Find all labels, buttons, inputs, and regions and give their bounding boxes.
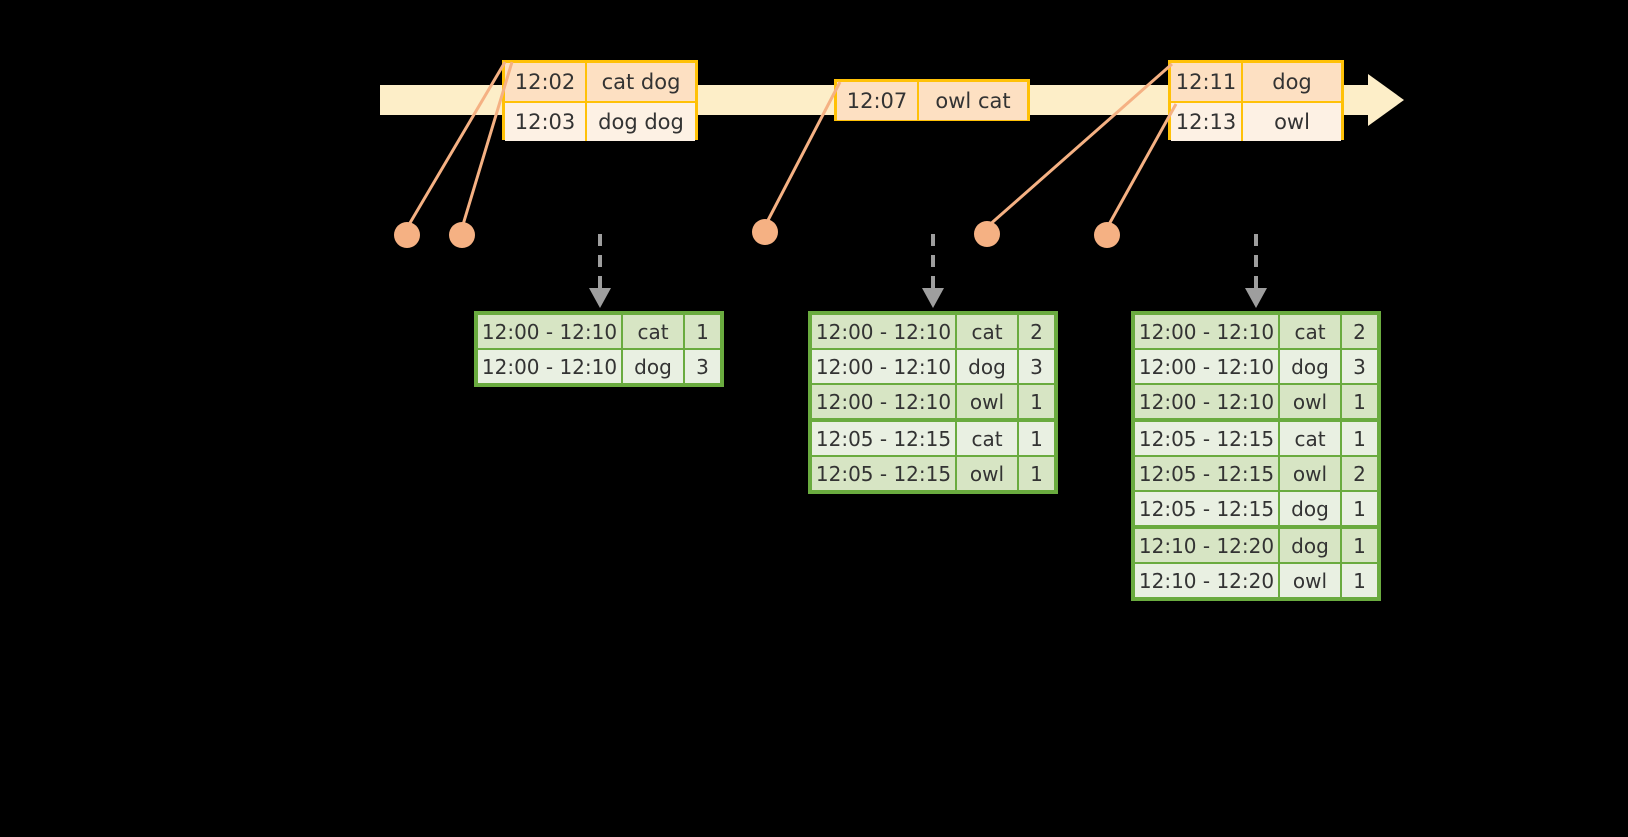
event-words: owl cat [919, 82, 1027, 120]
table-row: 12:00 - 12:10 cat 2 [1135, 315, 1377, 348]
cell-count: 1 [1353, 496, 1366, 521]
event-time: 12:02 [505, 63, 587, 101]
cell-word: dog [957, 350, 1019, 383]
cell-count: 1 [1353, 568, 1366, 593]
event-row: 12:02 cat dog [505, 63, 695, 101]
cell-word: cat [623, 315, 685, 348]
cell-word: cat [957, 422, 1019, 455]
cell-word: dog [1280, 529, 1342, 562]
cell-word: owl [957, 385, 1019, 418]
table-row: 12:05 - 12:15 cat 1 [812, 418, 1054, 455]
event-row: 12:13 owl [1171, 101, 1341, 141]
cell-word: owl [1280, 457, 1342, 490]
event-row: 12:07 owl cat [837, 82, 1027, 120]
dot-12-13[interactable] [1094, 222, 1120, 248]
event-time: 12:11 [1171, 63, 1243, 101]
cell-window: 12:00 - 12:10 [478, 315, 623, 348]
connector-line [1105, 103, 1178, 229]
cell-window: 12:00 - 12:10 [1135, 350, 1280, 383]
event-box-group-2[interactable]: 12:07 owl cat [834, 79, 1030, 121]
cell-window: 12:05 - 12:15 [1135, 422, 1280, 455]
table-row: 12:00 - 12:10 dog 3 [478, 348, 720, 383]
event-words: owl [1243, 103, 1341, 141]
event-words: dog dog [587, 103, 695, 141]
cell-window: 12:05 - 12:15 [812, 422, 957, 455]
cell-window: 12:10 - 12:20 [1135, 564, 1280, 597]
cell-word: dog [1280, 492, 1342, 525]
cell-window: 12:00 - 12:10 [812, 385, 957, 418]
event-row: 12:03 dog dog [505, 101, 695, 141]
cell-count: 1 [1353, 533, 1366, 558]
table-row: 12:00 - 12:10 dog 3 [812, 348, 1054, 383]
event-row: 12:11 dog [1171, 63, 1341, 101]
cell-word: owl [1280, 564, 1342, 597]
cell-word: cat [1280, 422, 1342, 455]
event-words: cat dog [587, 63, 695, 101]
table-row: 12:05 - 12:15 dog 1 [1135, 490, 1377, 525]
cell-word: cat [1280, 315, 1342, 348]
cell-window: 12:00 - 12:10 [1135, 315, 1280, 348]
cell-word: owl [1280, 385, 1342, 418]
cell-window: 12:00 - 12:10 [1135, 385, 1280, 418]
cell-count: 3 [696, 354, 709, 379]
table-row: 12:05 - 12:15 cat 1 [1135, 418, 1377, 455]
cell-count: 2 [1353, 319, 1366, 344]
cell-count: 1 [1030, 389, 1043, 414]
event-time: 12:07 [837, 82, 919, 120]
cell-count: 2 [1353, 461, 1366, 486]
table-row: 12:00 - 12:10 dog 3 [1135, 348, 1377, 383]
timeline-arrow-head [1368, 74, 1404, 126]
cell-count: 1 [1353, 389, 1366, 414]
event-box-group-1[interactable]: 12:02 cat dog 12:03 dog dog [502, 60, 698, 141]
table-row: 12:00 - 12:10 owl 1 [812, 383, 1054, 418]
flow-arrow-head [922, 288, 944, 308]
result-table-2[interactable]: 12:00 - 12:10 cat 2 12:00 - 12:10 dog 3 … [808, 311, 1058, 494]
result-table-3[interactable]: 12:00 - 12:10 cat 2 12:00 - 12:10 dog 3 … [1131, 311, 1381, 601]
event-box-group-3[interactable]: 12:11 dog 12:13 owl [1168, 60, 1344, 141]
event-words: dog [1243, 63, 1341, 101]
cell-count: 1 [1030, 461, 1043, 486]
cell-count: 2 [1030, 319, 1043, 344]
cell-window: 12:05 - 12:15 [1135, 492, 1280, 525]
table-row: 12:00 - 12:10 cat 1 [478, 315, 720, 348]
cell-count: 3 [1353, 354, 1366, 379]
cell-window: 12:10 - 12:20 [1135, 529, 1280, 562]
dot-12-03[interactable] [449, 222, 475, 248]
table-row: 12:10 - 12:20 dog 1 [1135, 525, 1377, 562]
cell-window: 12:05 - 12:15 [1135, 457, 1280, 490]
cell-word: dog [1280, 350, 1342, 383]
cell-count: 3 [1030, 354, 1043, 379]
cell-window: 12:00 - 12:10 [478, 350, 623, 383]
cell-word: dog [623, 350, 685, 383]
table-row: 12:05 - 12:15 owl 1 [812, 455, 1054, 490]
cell-count: 1 [1030, 426, 1043, 451]
dot-12-11[interactable] [974, 221, 1000, 247]
table-row: 12:10 - 12:20 owl 1 [1135, 562, 1377, 597]
result-table-1[interactable]: 12:00 - 12:10 cat 1 12:00 - 12:10 dog 3 [474, 311, 724, 387]
cell-window: 12:05 - 12:15 [812, 457, 957, 490]
cell-count: 1 [696, 319, 709, 344]
cell-count: 1 [1353, 426, 1366, 451]
table-row: 12:00 - 12:10 owl 1 [1135, 383, 1377, 418]
event-time: 12:13 [1171, 103, 1243, 141]
table-row: 12:00 - 12:10 cat 2 [812, 315, 1054, 348]
cell-window: 12:00 - 12:10 [812, 350, 957, 383]
flow-arrow-head [589, 288, 611, 308]
dot-12-07[interactable] [752, 219, 778, 245]
dot-12-02[interactable] [394, 222, 420, 248]
event-time: 12:03 [505, 103, 587, 141]
table-row: 12:05 - 12:15 owl 2 [1135, 455, 1377, 490]
cell-word: owl [957, 457, 1019, 490]
cell-window: 12:00 - 12:10 [812, 315, 957, 348]
flow-arrow-head [1245, 288, 1267, 308]
cell-word: cat [957, 315, 1019, 348]
